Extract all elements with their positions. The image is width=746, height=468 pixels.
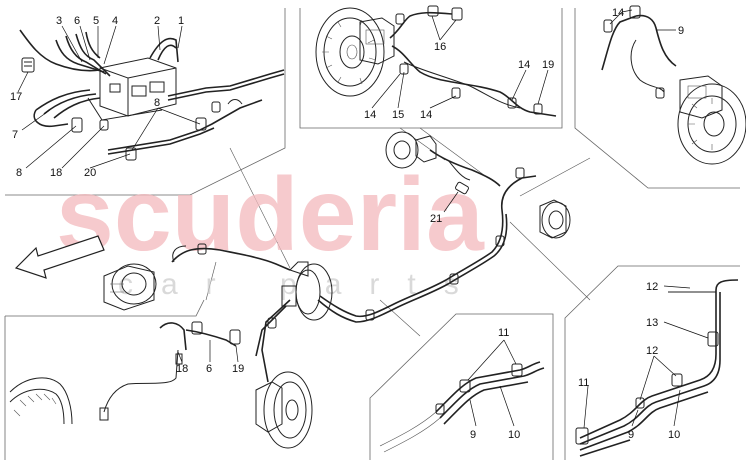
- callout-9: 9: [678, 25, 684, 37]
- callout-10: 10: [508, 429, 520, 441]
- callout-21: 21: [430, 213, 442, 225]
- callout-5: 5: [93, 15, 99, 27]
- bottom-center-detail: [379, 361, 545, 453]
- rear-disc-group: [601, 5, 746, 165]
- callout-6: 6: [206, 363, 212, 375]
- callout-17: 17: [10, 91, 22, 103]
- front-disc-group: [315, 5, 557, 117]
- callout-10: 10: [668, 429, 680, 441]
- callout-9: 9: [470, 429, 476, 441]
- callout-12: 12: [646, 281, 658, 293]
- callout-12: 12: [646, 345, 658, 357]
- callout-18: 18: [176, 363, 188, 375]
- watermark: scuderia car parts: [56, 157, 487, 301]
- callout-14: 14: [612, 7, 624, 19]
- bottom-right-detail: [575, 279, 739, 457]
- callout-13: 13: [646, 317, 658, 329]
- abs-module-group: [19, 29, 285, 161]
- callout-8: 8: [154, 97, 160, 109]
- callout-7: 7: [12, 129, 18, 141]
- callout-4: 4: [112, 15, 118, 27]
- callout-14: 14: [518, 59, 530, 71]
- watermark-brand: scuderia: [56, 157, 485, 273]
- callout-labels: 17 3 6 5 4 2 1 7 8 8 18 20 16 14 15 14 1…: [10, 7, 684, 441]
- callout-20: 20: [84, 167, 96, 179]
- callout-19: 19: [542, 59, 554, 71]
- callout-2: 2: [154, 15, 160, 27]
- callout-6: 6: [74, 15, 80, 27]
- callout-8: 8: [16, 167, 22, 179]
- callout-1: 1: [178, 15, 184, 27]
- callout-14: 14: [420, 109, 432, 121]
- leader-lines: [17, 9, 709, 429]
- callout-19: 19: [232, 363, 244, 375]
- callout-3: 3: [56, 15, 62, 27]
- callout-11: 11: [498, 327, 509, 339]
- callout-16: 16: [434, 41, 446, 53]
- direction-arrow-icon: [14, 235, 105, 279]
- watermark-sub: car parts: [118, 268, 487, 301]
- callout-11: 11: [578, 377, 589, 389]
- callout-14: 14: [364, 109, 376, 121]
- bottom-left-detail: [9, 321, 241, 425]
- callout-18: 18: [50, 167, 62, 179]
- callout-15: 15: [392, 109, 404, 121]
- main-chassis-lines: [103, 131, 571, 449]
- callout-9: 9: [628, 429, 634, 441]
- panel-frames: [4, 8, 740, 460]
